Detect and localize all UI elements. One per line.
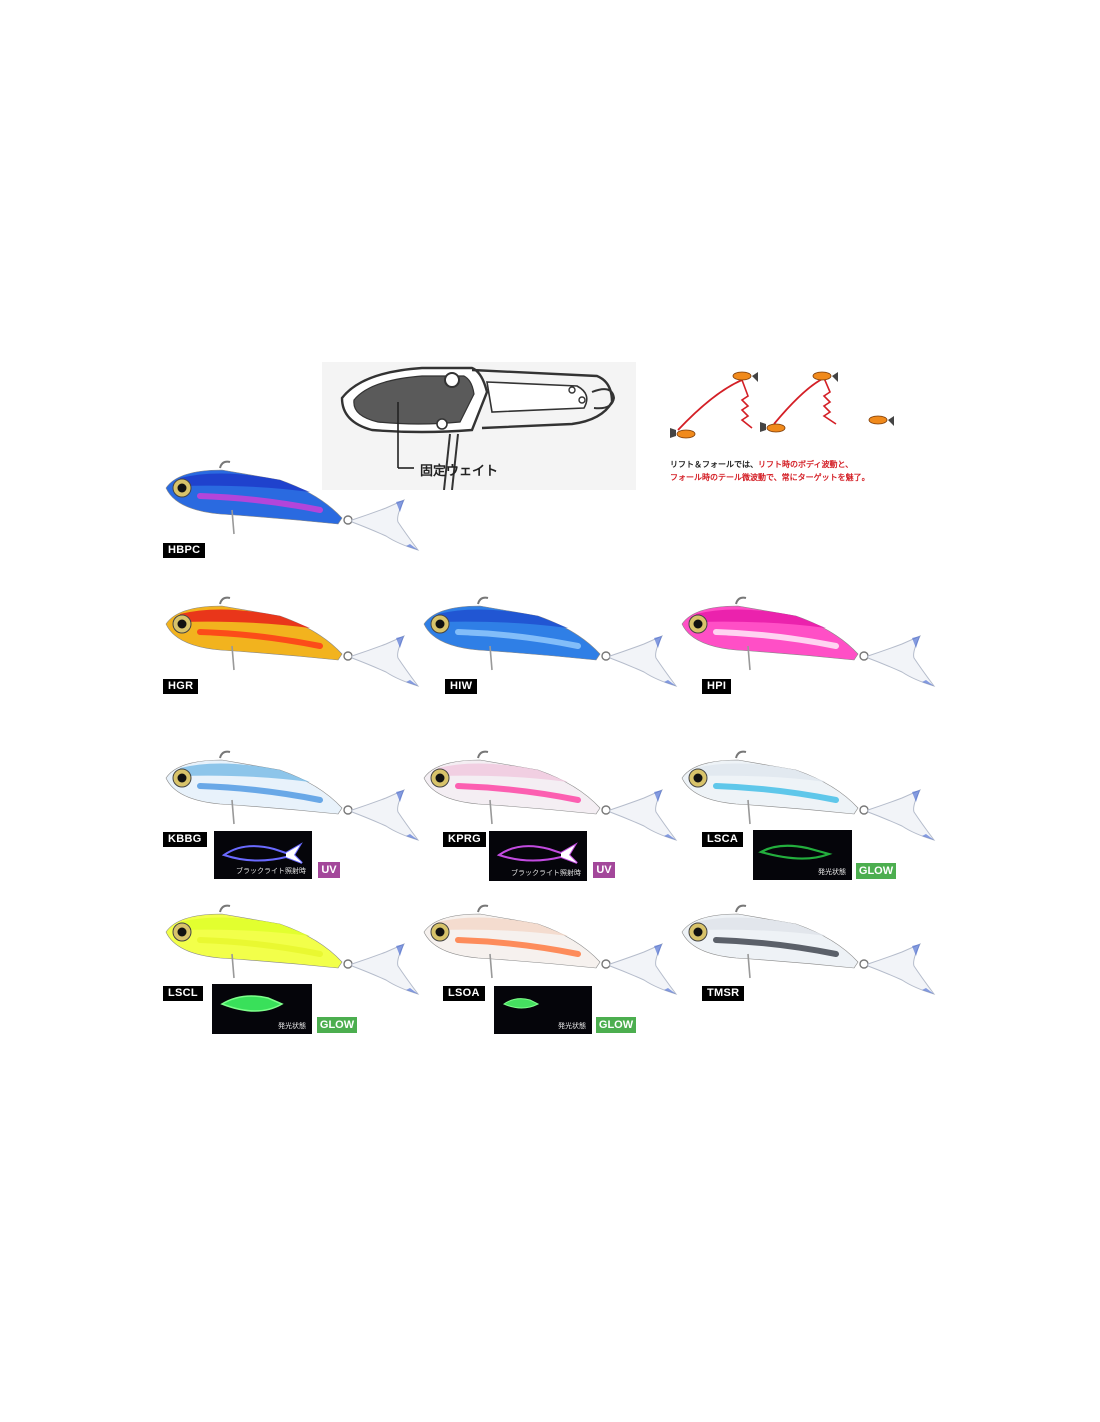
uv-caption-kprg: ブラックライト照射時 [511, 869, 581, 877]
lure-skeleton-drawing [340, 366, 616, 490]
lift-fall-illustration [670, 371, 894, 439]
glow-caption-lscl: 発光状態 [278, 1022, 306, 1030]
lure-image-hbpc [165, 460, 420, 551]
fixed-weight-label: 固定ウェイト [420, 464, 499, 479]
uv-inset-kprg: ブラックライト照射時 [489, 831, 587, 881]
uv-lure-silhouette [496, 842, 578, 864]
lift-fall-panel: リフト＆フォールでは、リフト時のボディ波動と、 フォール時のテール微波動で、常に… [664, 362, 900, 490]
color-code-hgr: HGR [163, 679, 199, 694]
caption-line1-red: リフト時のボディ波動と、 [758, 460, 854, 469]
caption-line1-black: リフト＆フォールでは、 [670, 460, 758, 469]
color-code-hbpc: HBPC [163, 543, 206, 558]
color-code-tmsr: TMSR [702, 986, 745, 1001]
lure-image-kprg [423, 750, 678, 841]
glow-tag-lscl: GLOW [317, 1017, 357, 1033]
color-code-lscl: LSCL [163, 986, 203, 1001]
color-code-hpi: HPI [702, 679, 732, 694]
uv-lure-silhouette [221, 842, 303, 864]
color-code-lsca: LSCA [702, 832, 744, 847]
lift-fall-caption: リフト＆フォールでは、リフト時のボディ波動と、 フォール時のテール微波動で、常に… [670, 458, 870, 484]
lure-image-hpi [681, 596, 936, 687]
glow-lure-silhouette [758, 844, 833, 860]
color-code-kbbg: KBBG [163, 832, 207, 847]
weight-diagram: 固定ウェイト [322, 362, 636, 490]
color-code-hiw: HIW [445, 679, 478, 694]
glow-inset-lsoa: 発光状態 [494, 986, 592, 1034]
glow-inset-lscl: 発光状態 [212, 984, 312, 1034]
glow-lure-silhouette [502, 998, 540, 1009]
lure-image-hgr [165, 596, 420, 687]
glow-lure-silhouette [220, 995, 284, 1012]
lure-image-hiw [423, 596, 678, 687]
uv-caption-kbbg: ブラックライト照射時 [236, 867, 306, 875]
lure-image-kbbg [165, 750, 420, 841]
glow-caption-lsca: 発光状態 [818, 868, 846, 876]
glow-tag-lsoa: GLOW [596, 1017, 636, 1033]
color-code-kprg: KPRG [443, 832, 486, 847]
glow-caption-lsoa: 発光状態 [558, 1022, 586, 1030]
lure-image-lsoa [423, 904, 678, 995]
uv-inset-kbbg: ブラックライト照射時 [214, 831, 312, 879]
lure-image-lscl [165, 904, 420, 995]
uv-tag-kprg: UV [593, 862, 615, 878]
glow-tag-lsca: GLOW [856, 863, 896, 879]
lure-image-tmsr [681, 904, 936, 995]
lure-image-lsca [681, 750, 936, 841]
uv-tag-kbbg: UV [318, 862, 340, 878]
caption-line2: フォール時のテール微波動で、常にターゲットを魅了。 [670, 473, 870, 482]
color-code-lsoa: LSOA [443, 986, 485, 1001]
glow-inset-lsca: 発光状態 [753, 830, 852, 880]
